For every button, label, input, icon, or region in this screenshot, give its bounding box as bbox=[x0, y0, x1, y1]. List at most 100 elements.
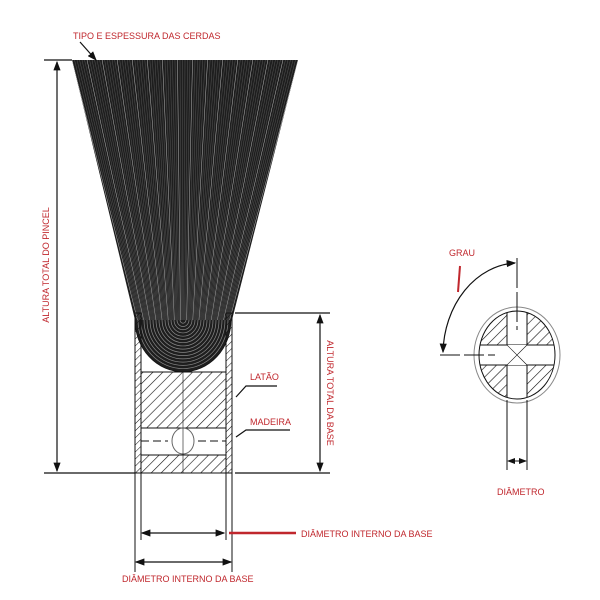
bristle-line bbox=[216, 60, 271, 331]
bristle-line bbox=[209, 60, 254, 331]
angle-marker bbox=[457, 265, 461, 293]
bristle-line bbox=[132, 60, 164, 331]
dimension-lines bbox=[44, 41, 330, 566]
bristle-line bbox=[213, 60, 264, 331]
bristle-line bbox=[204, 60, 241, 331]
bristle-line bbox=[188, 60, 198, 331]
bristle-line bbox=[137, 60, 166, 331]
bristle-line bbox=[219, 60, 281, 331]
diameter-label: DIÂMETRO bbox=[497, 487, 545, 497]
bristle-line bbox=[162, 60, 176, 331]
bristle-line bbox=[221, 60, 286, 331]
bristle-line bbox=[147, 60, 170, 331]
bristle-line bbox=[142, 60, 168, 331]
bristle-line bbox=[190, 60, 206, 331]
bristle-line bbox=[186, 60, 193, 331]
bristle-ring bbox=[137, 319, 229, 369]
inner-diameter-label-bottom: DIÂMETRO INTERNO DA BASE bbox=[122, 574, 254, 584]
bristle-line bbox=[192, 60, 211, 331]
bristle-line bbox=[101, 60, 152, 331]
bristle-line bbox=[200, 60, 231, 331]
bristle-line bbox=[106, 60, 154, 331]
bristle-line bbox=[177, 60, 181, 331]
bristle-line bbox=[193, 60, 213, 331]
bristle-line bbox=[210, 60, 256, 331]
bristle-line bbox=[164, 60, 177, 331]
bristle-line bbox=[201, 60, 233, 331]
bristle-line bbox=[129, 60, 163, 331]
bristle-line bbox=[223, 60, 291, 331]
wood-label: MADEIRA bbox=[250, 417, 291, 427]
bristle-line bbox=[149, 60, 171, 331]
total-height-label: ALTURA TOTAL DO PINCEL bbox=[41, 207, 51, 323]
bristle-line bbox=[144, 60, 169, 331]
base bbox=[134, 312, 233, 572]
base-height-label: ALTURA TOTAL DA BASE bbox=[325, 340, 335, 446]
bristle-ring bbox=[155, 319, 211, 350]
bristle-line bbox=[187, 60, 196, 331]
bristle-line bbox=[99, 60, 151, 331]
bristle-line bbox=[215, 60, 269, 331]
bristle-line bbox=[167, 60, 177, 331]
bristle-line bbox=[225, 60, 296, 331]
bristle-line bbox=[114, 60, 157, 331]
bristle-line bbox=[214, 60, 266, 331]
bristle-line bbox=[224, 60, 294, 331]
bristle-line bbox=[89, 60, 148, 331]
bristles bbox=[72, 60, 298, 373]
bristle-ring bbox=[158, 319, 208, 347]
bristle-line bbox=[202, 60, 236, 331]
bristle-line bbox=[196, 60, 221, 331]
bristle-line bbox=[126, 60, 162, 331]
bristle-line bbox=[157, 60, 174, 331]
bristle-ring bbox=[149, 319, 217, 356]
bristle-line bbox=[219, 60, 279, 331]
bristle-ring bbox=[161, 319, 205, 344]
bristle-line bbox=[185, 60, 191, 331]
bristle-line bbox=[198, 60, 226, 331]
bristle-line bbox=[116, 60, 158, 331]
bristle-line bbox=[207, 60, 249, 331]
bristle-line bbox=[94, 60, 149, 331]
bristle-line bbox=[208, 60, 251, 331]
bristle-line bbox=[189, 60, 201, 331]
bristle-ring bbox=[173, 319, 193, 331]
bristle-line bbox=[205, 60, 244, 331]
bristle-line bbox=[197, 60, 223, 331]
bristle-line bbox=[79, 60, 144, 331]
bristle-line bbox=[134, 60, 165, 331]
angle-label: GRAU bbox=[449, 248, 475, 258]
bristle-line bbox=[191, 60, 208, 331]
bristle-line bbox=[96, 60, 150, 331]
bristle-line bbox=[190, 60, 203, 331]
bristle-line bbox=[226, 60, 298, 331]
bristle-line bbox=[119, 60, 159, 331]
bristle-line bbox=[139, 60, 167, 331]
bristle-line bbox=[211, 60, 259, 331]
bristle-ring bbox=[167, 319, 199, 337]
bristle-ring bbox=[140, 319, 226, 366]
cross-section bbox=[439, 258, 561, 470]
bristle-line bbox=[184, 60, 188, 331]
bristle-line bbox=[104, 60, 153, 331]
bristle-ring bbox=[179, 319, 187, 324]
bristle-ring bbox=[146, 319, 220, 360]
bristle-ring bbox=[170, 319, 196, 334]
bristle-line bbox=[203, 60, 238, 331]
bristle-line bbox=[183, 60, 186, 331]
bristle-line bbox=[194, 60, 216, 331]
bristle-line bbox=[199, 60, 228, 331]
bristle-line bbox=[72, 60, 141, 331]
bristle-line bbox=[206, 60, 246, 331]
bristle-line bbox=[91, 60, 148, 331]
bristle-line bbox=[81, 60, 145, 331]
brass-block bbox=[140, 371, 227, 429]
bristle-line bbox=[212, 60, 261, 331]
brass-label: LATÃO bbox=[250, 372, 279, 382]
bristle-ring bbox=[176, 319, 190, 327]
bristle-line bbox=[152, 60, 172, 331]
bristle-line bbox=[154, 60, 173, 331]
bristle-line bbox=[111, 60, 156, 331]
bristle-line bbox=[84, 60, 146, 331]
